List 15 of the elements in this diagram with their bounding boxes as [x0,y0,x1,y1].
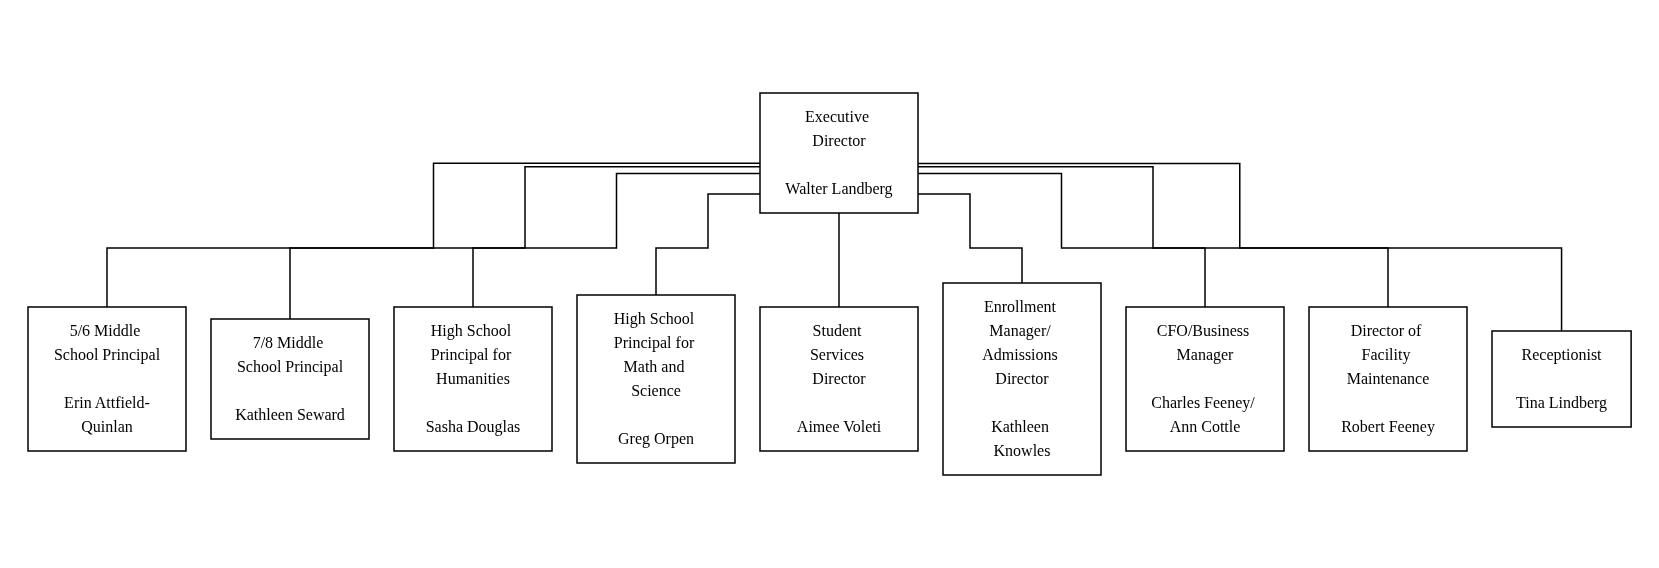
node-box: 5/6 Middle School Principal Erin Attfield-Quinlan [27,306,187,452]
node-box: Enrollment Manager/ Admissions Director Kathleen Knowles [942,282,1102,476]
connector [838,212,840,308]
node-box: Receptionist Tina Lindberg [1491,330,1632,428]
node-box: High School Principal for Humanities Sasha Douglas [393,306,553,452]
node-box: Director of Facility Maintenance Robert Feeney [1308,306,1468,452]
connector [917,172,1206,308]
connector [917,165,1389,308]
node-box: Student Services Director Aimee Voleti [759,306,919,452]
node-box: Executive Director Walter Landberg [759,92,919,214]
node-box: 7/8 Middle School Principal Kathleen Seward [210,318,370,440]
node-box: CFO/Business Manager Charles Feeney/ Ann Cottle [1125,306,1285,452]
connector [917,193,1023,284]
connector [917,162,1563,332]
node-box: High School Principal for Math and Science Greg Orpen [576,294,736,464]
